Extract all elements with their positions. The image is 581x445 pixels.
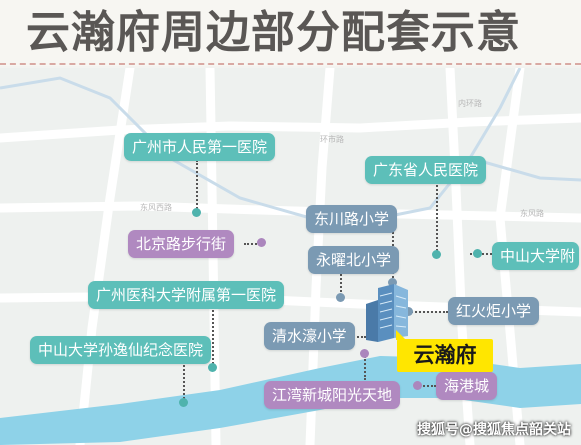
connector-line	[212, 307, 214, 367]
building-icon	[366, 284, 408, 342]
connector-line	[364, 356, 366, 380]
connector-line	[408, 311, 448, 313]
location-dot	[473, 249, 482, 258]
road-label: 东风路	[520, 209, 544, 218]
poi-dongchuan-road-school[interactable]: 东川路小学	[306, 205, 398, 233]
ring-road	[0, 68, 581, 220]
project-label-pointer	[396, 330, 406, 340]
location-dot	[432, 250, 441, 259]
connector-line	[244, 243, 260, 245]
connector-line	[196, 160, 198, 212]
poi-guangdong-people-hospital[interactable]: 广东省人民医院	[365, 156, 487, 184]
connector-line	[350, 336, 366, 338]
location-dot	[344, 331, 353, 340]
poi-qingshuihao-school[interactable]: 清水濠小学	[264, 322, 356, 350]
poi-haigang-city[interactable]: 海港城	[436, 372, 498, 400]
location-dot	[208, 363, 217, 372]
road-label: 内环路	[458, 99, 482, 108]
location-dot	[336, 293, 345, 302]
poi-honghuoju-school[interactable]: 红火炬小学	[448, 297, 540, 325]
project-label[interactable]: 云瀚府	[397, 339, 493, 372]
poi-sysu-affiliated[interactable]: 中山大学附	[492, 242, 580, 270]
connector-line	[416, 385, 436, 387]
title-divider	[0, 63, 581, 65]
poi-sysu-sun-yat-sen-hospital[interactable]: 中山大学孙逸仙纪念医院	[30, 336, 212, 364]
location-dot	[179, 398, 188, 407]
watermark: 搜狐号@搜狐焦点韶关站	[417, 422, 571, 438]
location-dot	[413, 381, 422, 390]
poi-yongyao-north-school[interactable]: 永曜北小学	[308, 246, 400, 274]
connector-line	[183, 362, 185, 402]
location-dot	[192, 208, 201, 217]
poi-gz-medical-first-hospital[interactable]: 广州医科大学附属第一医院	[88, 281, 285, 309]
poi-beijing-road[interactable]: 北京路步行街	[128, 230, 235, 258]
location-dot	[360, 349, 369, 358]
connector-line	[436, 182, 438, 254]
poi-jiangwan-sunshine-plaza[interactable]: 江湾新城阳光天地	[264, 381, 401, 409]
location-dot	[388, 278, 397, 287]
page-title: 云瀚府周边部分配套示意	[26, 7, 521, 58]
poi-gz-first-people-hospital[interactable]: 广州市人民第一医院	[124, 133, 276, 161]
header: 云瀚府周边部分配套示意	[0, 0, 581, 66]
road-label: 环市路	[320, 135, 344, 144]
connector-line	[340, 270, 342, 296]
location-dot	[404, 307, 413, 316]
road-label: 东风西路	[140, 203, 172, 212]
location-dot	[257, 238, 266, 247]
